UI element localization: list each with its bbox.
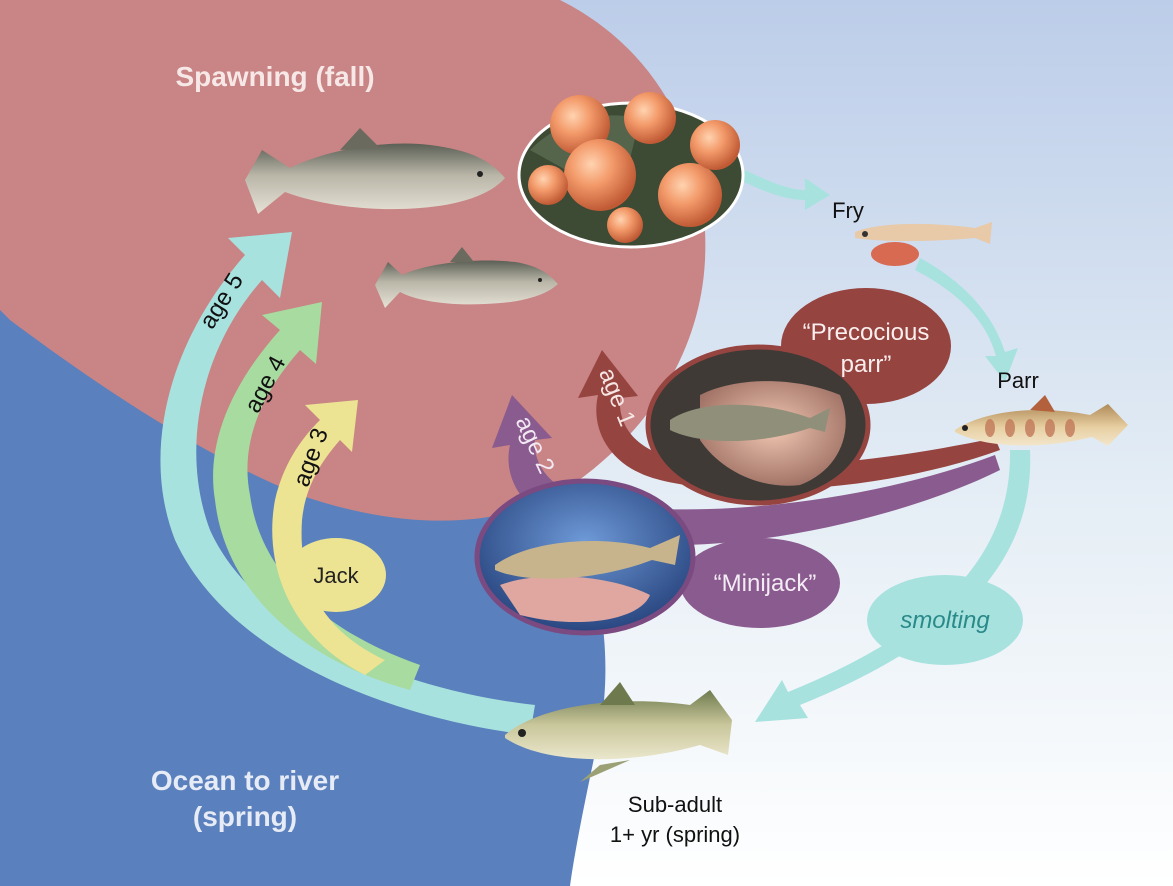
ocean-label-line2: (spring) <box>193 801 297 832</box>
subadult-label-line2: 1+ yr (spring) <box>610 822 740 847</box>
spawning-label: Spawning (fall) <box>175 61 374 92</box>
precocious-label-line1: “Precocious <box>803 319 930 346</box>
precocious-label-line2: parr” <box>841 351 892 378</box>
precocious-parr-photo <box>648 347 868 503</box>
jack-label: Jack <box>313 563 359 588</box>
subadult-label-line1: Sub-adult <box>628 792 722 817</box>
parr-label: Parr <box>997 368 1039 393</box>
smolting-label: smolting <box>900 607 990 634</box>
minijack-label: “Minijack” <box>714 570 817 597</box>
minijack-photo <box>477 481 693 633</box>
fry-label: Fry <box>832 198 864 223</box>
ocean-label-line1: Ocean to river <box>151 765 339 796</box>
